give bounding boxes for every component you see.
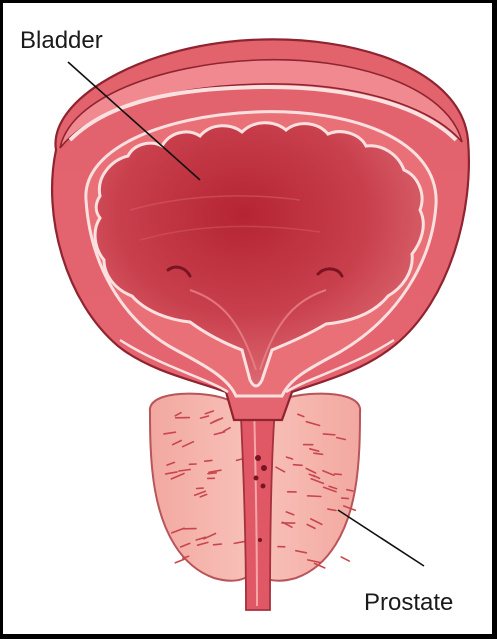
prostate-fiber: [214, 544, 222, 545]
prostate-fiber: [175, 559, 184, 563]
prostate-fiber: [323, 434, 334, 435]
prostate-fiber: [342, 498, 349, 499]
prostate-label: Prostate: [364, 589, 453, 616]
bladder-label: Bladder: [20, 27, 103, 54]
urethra: [240, 395, 276, 610]
prostate-fiber: [314, 453, 323, 454]
prostate-left-lobe: [150, 394, 256, 581]
prostate-fiber: [335, 474, 342, 475]
prostate-leader-line: [338, 510, 424, 566]
prostate-fiber: [294, 465, 303, 466]
prostate-fiber: [341, 557, 349, 561]
prostate-fiber: [205, 460, 212, 461]
bladder: [52, 39, 469, 420]
prostate-fiber: [308, 496, 321, 497]
